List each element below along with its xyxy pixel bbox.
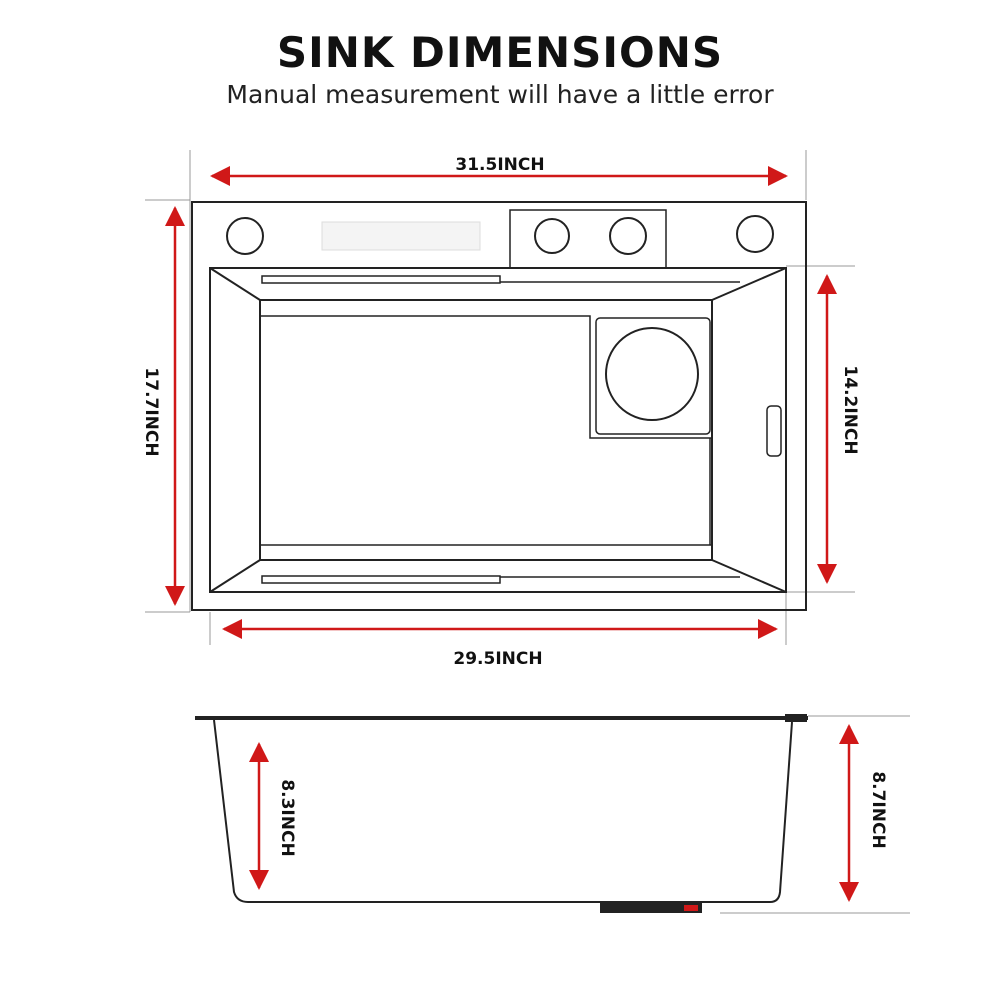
control-panel [321, 221, 481, 251]
strainer-box [595, 317, 711, 435]
basin-step [260, 315, 712, 439]
sink-deck-outline [191, 201, 807, 611]
drain-rail [261, 275, 501, 284]
faucet-hole [736, 215, 774, 253]
basin-floor [259, 299, 713, 561]
drain-rail [261, 575, 501, 584]
extension-lines [145, 150, 855, 645]
label-top-width: 31.5INCH [455, 155, 544, 175]
dimension-arrows-side [249, 724, 859, 902]
sink-top-view [145, 150, 855, 645]
label-inner-depth: 14.2INCH [840, 365, 860, 454]
dimension-arrows-top [165, 166, 837, 639]
diagram-subtitle: Manual measurement will have a little er… [226, 80, 774, 109]
side-drain [600, 902, 702, 913]
side-lip-end [785, 714, 807, 722]
label-bowl-depth: 8.3INCH [277, 779, 297, 856]
label-overall-height: 8.7INCH [868, 771, 888, 848]
faucet-hole [534, 218, 570, 254]
label-bottom-width: 29.5INCH [453, 649, 542, 669]
faucet-hole [226, 217, 264, 255]
overflow-slot [766, 405, 782, 457]
label-top-depth: 17.7INCH [141, 367, 161, 456]
strainer-circle [605, 327, 699, 421]
basin-rim [209, 267, 787, 593]
faucet-block [509, 209, 667, 269]
side-bowl-outline [213, 719, 793, 903]
diagram-title: SINK DIMENSIONS [276, 28, 724, 77]
faucet-hole [609, 217, 647, 255]
sink-side-view [195, 714, 910, 914]
side-extension-lines [720, 715, 910, 914]
